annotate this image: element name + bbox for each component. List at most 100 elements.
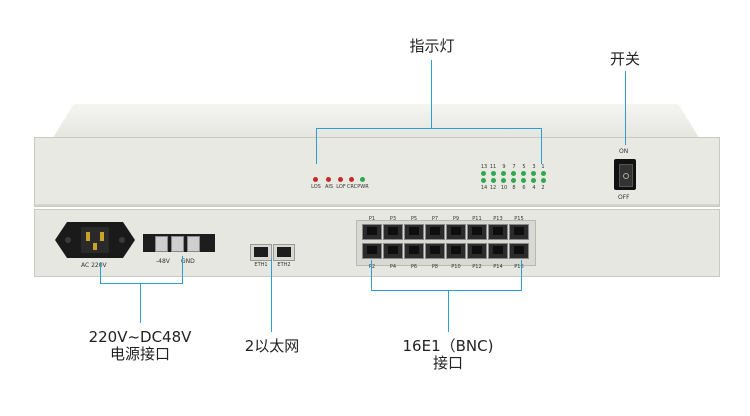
switch-off-label: OFF xyxy=(618,194,630,201)
power-bracket xyxy=(100,283,183,284)
led-ch11 xyxy=(491,171,496,176)
e1-label: P6 xyxy=(410,264,418,270)
e1-bracket-right xyxy=(521,260,522,290)
device-top-cover xyxy=(53,104,699,137)
switch-leader xyxy=(625,71,626,145)
led-ch7 xyxy=(511,171,516,176)
e1-label: P3 xyxy=(389,216,397,222)
led-ch12 xyxy=(491,178,496,183)
chan-label: 12 xyxy=(489,185,497,191)
e1-label: P1 xyxy=(368,216,376,222)
switch-callout: 开关 xyxy=(609,50,640,68)
led-ais xyxy=(326,177,331,182)
e1-port-p13[interactable] xyxy=(488,224,508,240)
chan-label: 1 xyxy=(541,164,545,170)
power-leader xyxy=(140,283,141,323)
led-ch14 xyxy=(481,178,486,183)
dc-minus-label: -48V xyxy=(156,258,170,265)
chan-label: 2 xyxy=(541,185,545,191)
chan-label: 10 xyxy=(500,185,508,191)
dc-gnd-label: GND xyxy=(181,258,195,265)
eth2-label: ETH2 xyxy=(277,262,291,268)
e1-port-p11[interactable] xyxy=(467,224,487,240)
power-bracket-left xyxy=(100,262,101,283)
led-crc xyxy=(349,177,354,182)
led-ch6 xyxy=(521,178,526,183)
e1-port-p2[interactable] xyxy=(362,243,382,259)
e1-port-p5[interactable] xyxy=(404,224,424,240)
e1-callout-line1: 16E1（BNC) xyxy=(402,337,494,355)
led-pwr xyxy=(360,177,365,182)
eth1-port[interactable] xyxy=(250,244,272,261)
chan-label: 5 xyxy=(522,164,526,170)
led-ch9 xyxy=(501,171,506,176)
e1-bracket xyxy=(371,290,522,291)
e1-leader xyxy=(448,290,449,332)
led-lof xyxy=(338,177,343,182)
led-label-lof: LOF xyxy=(336,184,346,190)
chan-label: 13 xyxy=(480,164,488,170)
e1-port-p10[interactable] xyxy=(446,243,466,259)
led-los xyxy=(313,177,318,182)
e1-port-p14[interactable] xyxy=(488,243,508,259)
e1-port-p9[interactable] xyxy=(446,224,466,240)
e1-port-p15[interactable] xyxy=(509,224,529,240)
power-callout-line1: 220V~DC48V xyxy=(88,328,192,346)
e1-port-p3[interactable] xyxy=(383,224,403,240)
e1-port-p1[interactable] xyxy=(362,224,382,240)
e1-port-p8[interactable] xyxy=(425,243,445,259)
indicator-leader xyxy=(431,60,432,128)
led-ch1 xyxy=(541,171,546,176)
e1-label: P8 xyxy=(431,264,439,270)
indicator-bracket-left xyxy=(316,128,317,164)
e1-port-p7[interactable] xyxy=(425,224,445,240)
ethernet-callout: 2以太网 xyxy=(244,337,300,355)
e1-label: P5 xyxy=(410,216,418,222)
led-label-los: LOS xyxy=(311,184,321,190)
chan-label: 4 xyxy=(532,185,536,191)
e1-label: P15 xyxy=(514,216,524,222)
switch-on-label: ON xyxy=(619,148,629,155)
e1-label: P9 xyxy=(452,216,460,222)
e1-label: P2 xyxy=(364,264,380,270)
e1-port-p12[interactable] xyxy=(467,243,487,259)
e1-port-p16[interactable] xyxy=(509,243,529,259)
ac-label: AC 220V xyxy=(81,262,107,269)
front-panel xyxy=(34,137,720,207)
led-ch2 xyxy=(541,178,546,183)
led-ch5 xyxy=(521,171,526,176)
ethernet-leader xyxy=(271,259,272,332)
indicator-callout: 指示灯 xyxy=(409,37,455,55)
e1-bracket-left xyxy=(371,260,372,290)
e1-label: P11 xyxy=(472,216,482,222)
indicator-bracket xyxy=(316,128,542,129)
chan-label: 7 xyxy=(512,164,516,170)
led-label-pwr: PWR xyxy=(357,184,369,190)
chan-label: 11 xyxy=(489,164,497,170)
led-ch4 xyxy=(531,178,536,183)
power-callout-line2: 电源接口 xyxy=(109,345,170,363)
dc-terminal-block[interactable] xyxy=(143,234,215,252)
power-switch[interactable] xyxy=(614,159,636,190)
chan-label: 14 xyxy=(480,185,488,191)
led-ch3 xyxy=(531,171,536,176)
e1-label: P7 xyxy=(431,216,439,222)
led-label-crc: CRC xyxy=(346,184,358,190)
eth1-label: ETH1 xyxy=(254,262,268,268)
eth2-port[interactable] xyxy=(273,244,295,261)
led-ch13 xyxy=(481,171,486,176)
e1-label: P4 xyxy=(389,264,397,270)
e1-label: P13 xyxy=(493,216,503,222)
e1-port-p4[interactable] xyxy=(383,243,403,259)
chan-label: 8 xyxy=(512,185,516,191)
chan-label: 6 xyxy=(522,185,526,191)
ac-power-inlet[interactable] xyxy=(55,222,135,258)
e1-label: P10 xyxy=(451,264,461,270)
e1-port-p6[interactable] xyxy=(404,243,424,259)
chan-label: 3 xyxy=(532,164,536,170)
power-bracket-right xyxy=(182,256,183,283)
e1-label: P12 xyxy=(472,264,482,270)
led-label-ais: AIS xyxy=(324,184,334,190)
indicator-bracket-right xyxy=(541,128,542,164)
e1-label: P14 xyxy=(493,264,503,270)
